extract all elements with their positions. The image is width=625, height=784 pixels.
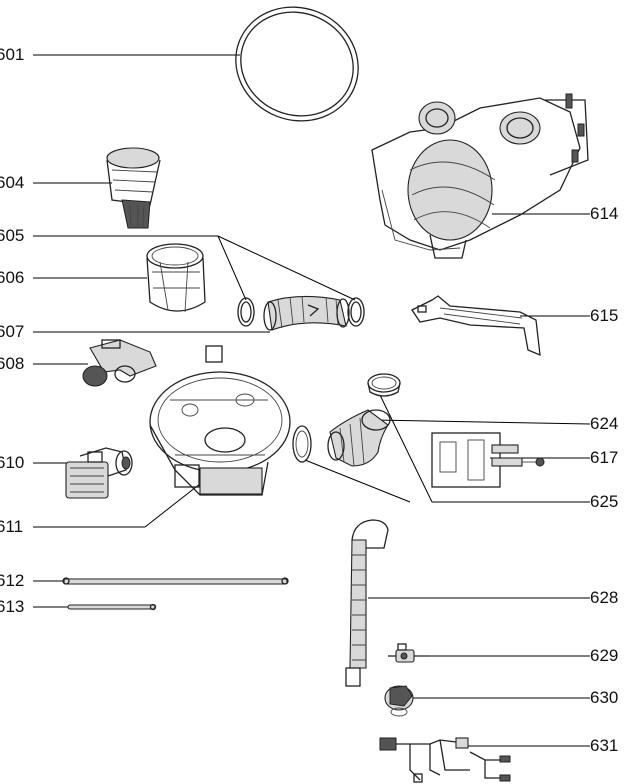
- part-608-diverter-valve: [82, 339, 157, 387]
- part-624-elbow-clamp: [367, 373, 401, 397]
- part-610-drain-pump: [65, 447, 133, 499]
- part-631-wire-harness: [379, 737, 511, 783]
- label-607: 607: [0, 322, 25, 341]
- label-629: 629: [590, 646, 619, 665]
- part-614-circulation-pump-heater: [371, 93, 589, 259]
- label-624: 624: [590, 414, 619, 433]
- part-601-gasket-ring: [235, 6, 359, 122]
- label-605: 605: [0, 226, 25, 245]
- part-605-hose-clamps: [237, 297, 365, 327]
- part-606-filter-screen: [146, 243, 206, 313]
- part-629-sensor: [388, 643, 430, 663]
- part-613-short-rod: [67, 603, 157, 611]
- label-613: 613: [0, 597, 25, 616]
- part-625-elbow-hose: [292, 409, 391, 467]
- label-611: 611: [0, 517, 24, 536]
- label-630: 630: [590, 688, 619, 707]
- label-625: 625: [590, 492, 619, 511]
- part-607-connector-hose: [263, 295, 350, 331]
- label-617: 617: [590, 448, 619, 467]
- label-615: 615: [590, 306, 619, 325]
- label-608: 608: [0, 354, 25, 373]
- part-611-sump-assembly: [149, 345, 291, 496]
- part-628-drain-hose: [345, 519, 389, 687]
- label-604: 604: [0, 173, 25, 192]
- part-604-filter-cartridge: [106, 147, 161, 229]
- part-615-mounting-bracket: [411, 295, 541, 357]
- label-631: 631: [590, 736, 619, 755]
- part-630-turbidity-sensor: [384, 685, 414, 717]
- part-617-control-module: [431, 432, 545, 488]
- label-614: 614: [590, 204, 619, 223]
- label-610: 610: [0, 453, 25, 472]
- part-612-long-rod: [62, 577, 289, 585]
- label-628: 628: [590, 588, 619, 607]
- label-606: 606: [0, 268, 25, 287]
- leader-lines: [33, 54, 591, 747]
- label-601: 601: [0, 45, 25, 64]
- label-612: 612: [0, 571, 25, 590]
